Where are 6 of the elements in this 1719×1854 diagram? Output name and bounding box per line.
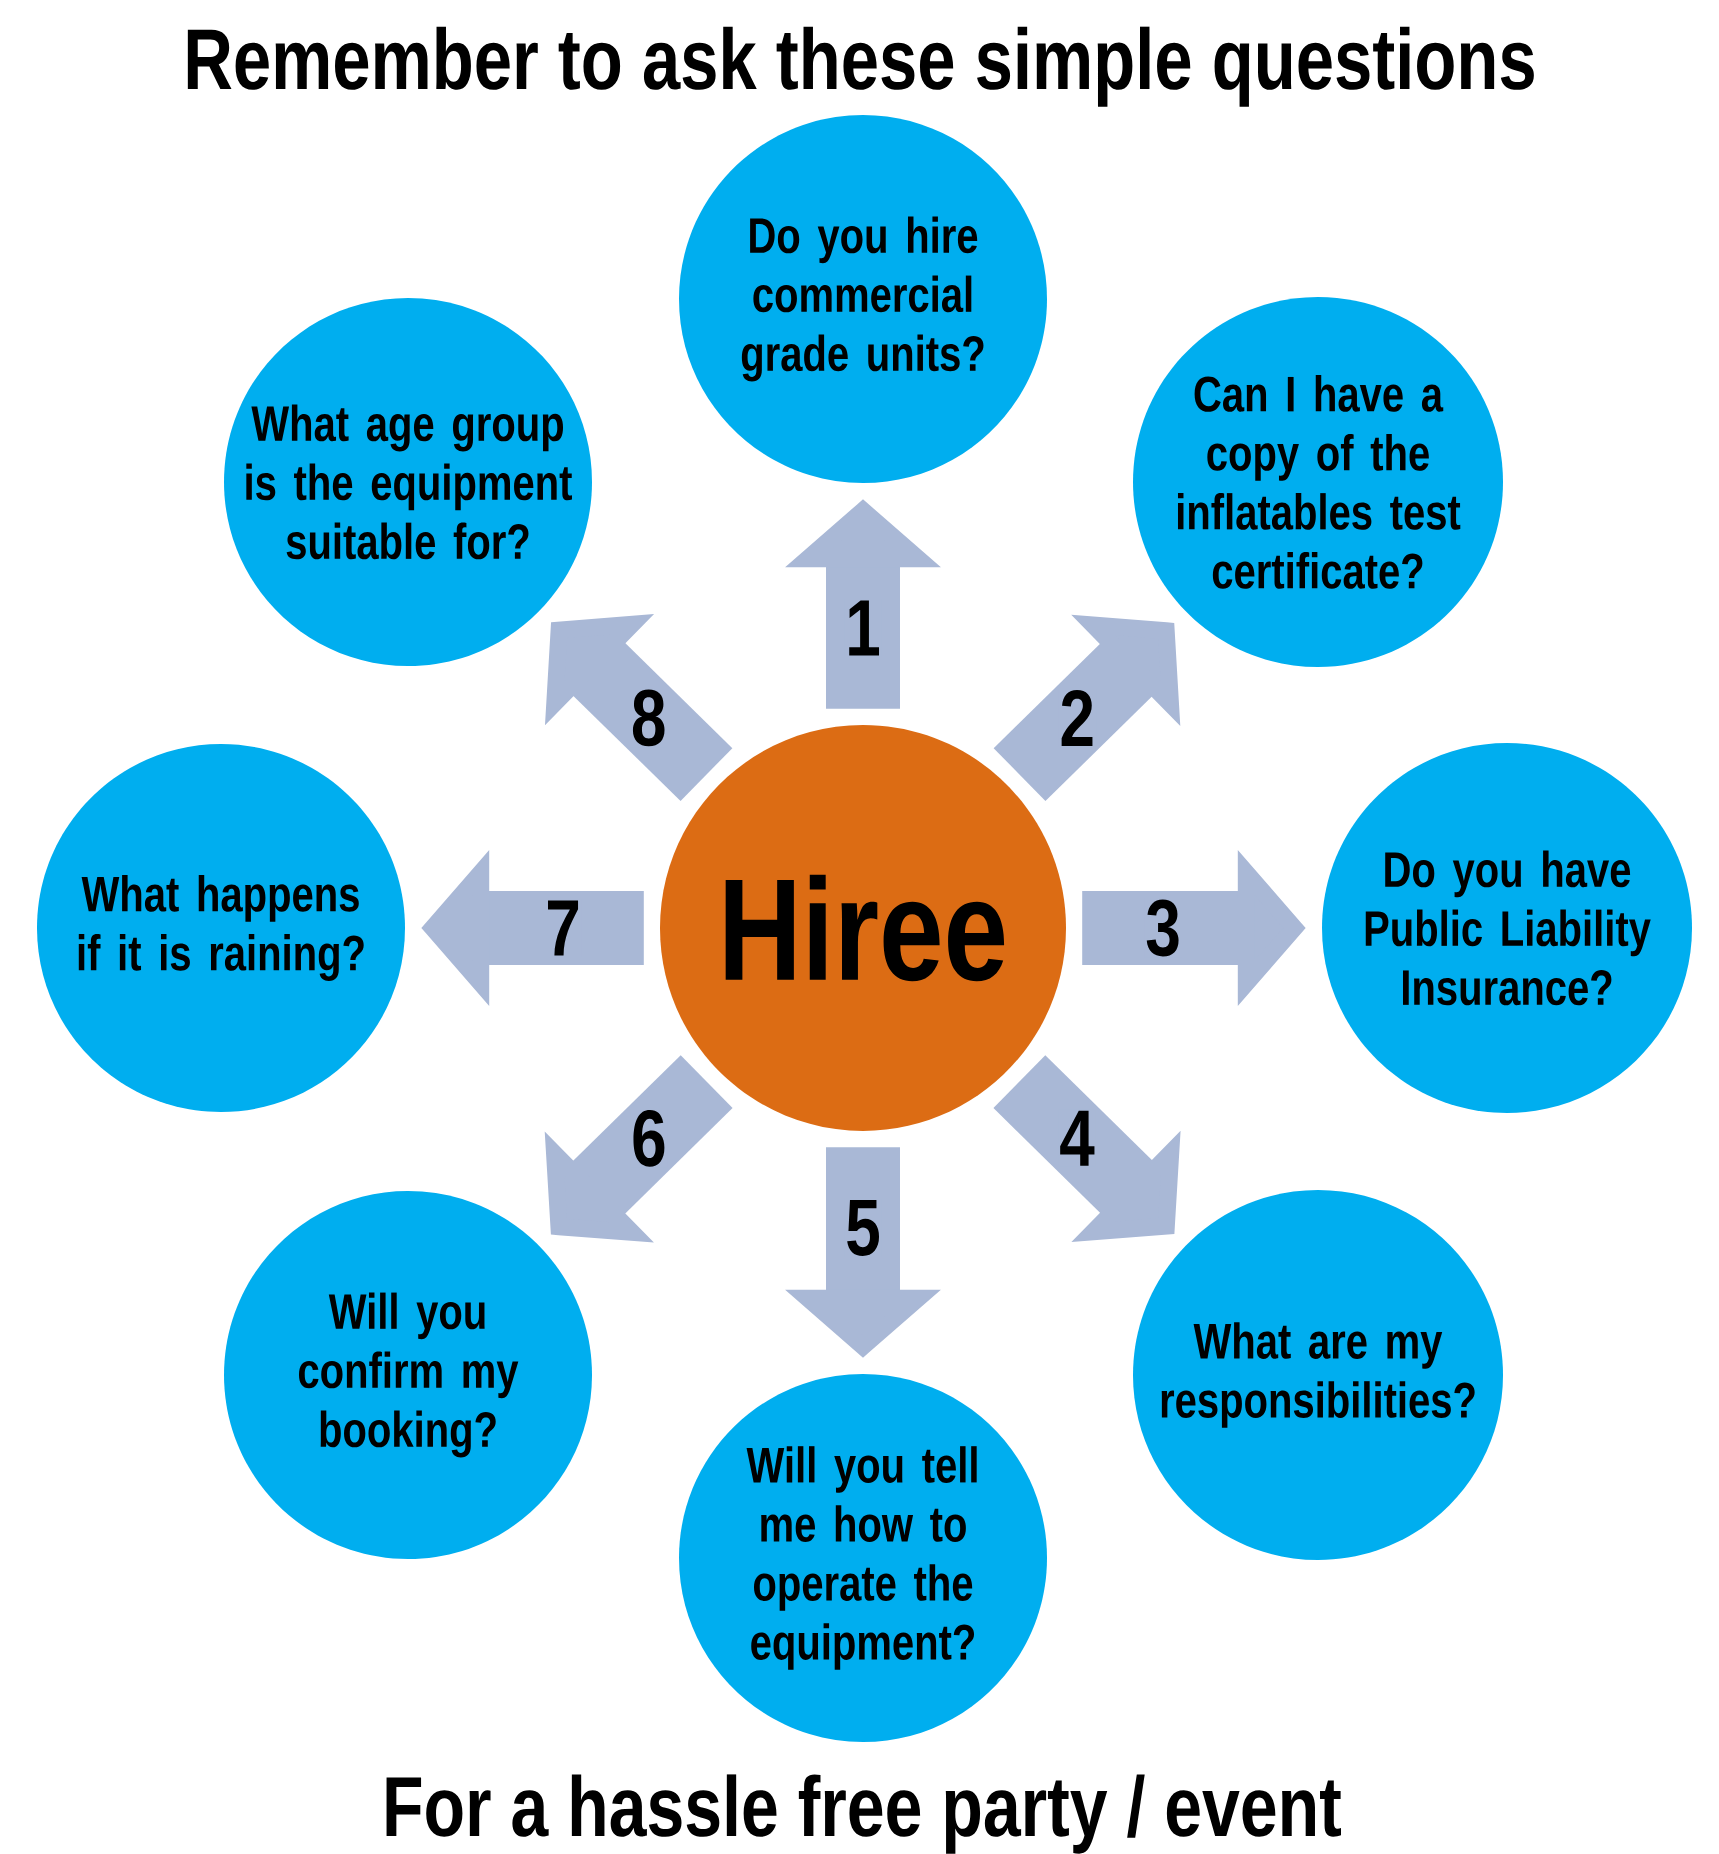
title: Remember to ask these simple questions: [187, 26, 1534, 107]
edge-label: 3: [1144, 898, 1182, 958]
edge-label: 7: [544, 899, 582, 957]
caption: For a hassle free party / event: [386, 1774, 1341, 1854]
edge-label: 1: [844, 599, 882, 657]
edge-label: 5: [844, 1199, 882, 1257]
